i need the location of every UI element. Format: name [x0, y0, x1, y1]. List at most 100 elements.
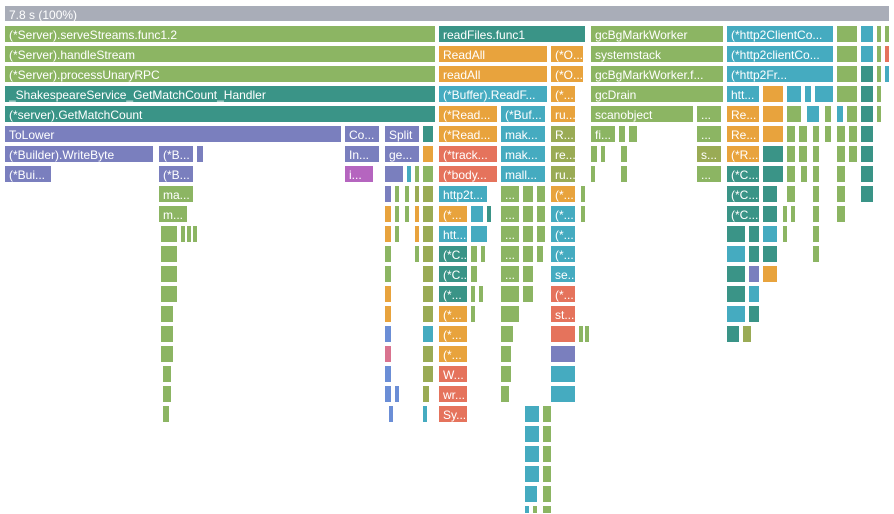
- flame-frame[interactable]: [836, 25, 858, 43]
- flame-frame-labeled[interactable]: Sy...: [438, 405, 468, 423]
- flame-frame[interactable]: [522, 285, 534, 303]
- flame-frame-labeled[interactable]: (*...: [438, 345, 468, 363]
- flame-frame-labeled[interactable]: ...: [500, 225, 520, 243]
- flame-frame[interactable]: [836, 105, 844, 123]
- flame-frame[interactable]: [522, 245, 534, 263]
- flame-frame-labeled[interactable]: s...: [696, 145, 722, 163]
- flame-frame[interactable]: [846, 105, 858, 123]
- flame-frame[interactable]: [160, 345, 174, 363]
- flame-frame[interactable]: [422, 345, 434, 363]
- flame-frame[interactable]: [524, 405, 540, 423]
- flame-frame[interactable]: [762, 125, 784, 143]
- flame-frame[interactable]: [394, 185, 400, 203]
- flame-frame[interactable]: [160, 225, 178, 243]
- flame-frame-labeled[interactable]: (*...: [550, 185, 576, 203]
- flame-frame[interactable]: [848, 125, 858, 143]
- flame-frame[interactable]: [786, 105, 802, 123]
- flame-frame-labeled[interactable]: (*R...: [726, 145, 760, 163]
- flame-frame[interactable]: [422, 145, 434, 163]
- flame-frame[interactable]: [524, 465, 540, 483]
- flame-frame[interactable]: [394, 225, 400, 243]
- flame-frame[interactable]: [394, 205, 400, 223]
- flame-frame[interactable]: [406, 165, 412, 183]
- flame-frame[interactable]: [812, 245, 820, 263]
- flame-frame[interactable]: [860, 45, 874, 63]
- flame-frame[interactable]: [628, 125, 638, 143]
- flame-frame[interactable]: [524, 445, 540, 463]
- flame-frame[interactable]: [762, 205, 778, 223]
- flame-frame[interactable]: [422, 205, 434, 223]
- flame-frame[interactable]: [160, 305, 174, 323]
- flame-frame[interactable]: [860, 105, 874, 123]
- flame-frame-labeled[interactable]: (*track...: [438, 145, 498, 163]
- flame-frame[interactable]: [836, 205, 846, 223]
- flame-frame[interactable]: [180, 225, 186, 243]
- flame-frame-labeled[interactable]: http2t...: [438, 185, 488, 203]
- flame-frame[interactable]: [812, 125, 820, 143]
- flame-frame-labeled[interactable]: (*...: [550, 205, 576, 223]
- flame-frame-labeled[interactable]: _ShakespeareService_GetMatchCount_Handle…: [4, 85, 436, 103]
- flame-frame-labeled[interactable]: W...: [438, 365, 468, 383]
- flame-frame[interactable]: [542, 425, 552, 443]
- flame-frame[interactable]: [812, 225, 820, 243]
- flame-frame[interactable]: [404, 205, 410, 223]
- flame-frame[interactable]: [786, 145, 796, 163]
- flame-frame-labeled[interactable]: st...: [550, 305, 576, 323]
- flame-frame-labeled[interactable]: (*Read...: [438, 125, 498, 143]
- flame-frame[interactable]: [806, 105, 820, 123]
- flame-frame[interactable]: [786, 165, 796, 183]
- flame-frame[interactable]: [536, 185, 546, 203]
- flame-frame[interactable]: [860, 165, 874, 183]
- flame-frame[interactable]: [836, 165, 846, 183]
- flame-frame-labeled[interactable]: (*C...: [438, 245, 468, 263]
- flame-frame[interactable]: [600, 145, 606, 163]
- flame-frame[interactable]: [726, 265, 746, 283]
- flame-frame[interactable]: [748, 245, 760, 263]
- flame-frame[interactable]: [786, 125, 796, 143]
- flame-frame-labeled[interactable]: ...: [500, 245, 520, 263]
- flame-frame[interactable]: [578, 325, 584, 343]
- flame-frame[interactable]: [470, 225, 488, 243]
- flame-frame[interactable]: [384, 225, 392, 243]
- flame-frame[interactable]: [876, 65, 882, 83]
- flame-frame[interactable]: [422, 185, 434, 203]
- flame-frame[interactable]: [762, 145, 784, 163]
- flame-frame[interactable]: [848, 145, 858, 163]
- flame-frame[interactable]: [620, 145, 628, 163]
- flame-frame-labeled[interactable]: (*Read...: [438, 105, 498, 123]
- flame-frame[interactable]: [876, 105, 882, 123]
- flame-frame[interactable]: [798, 125, 808, 143]
- flame-frame-labeled[interactable]: (*...: [550, 285, 576, 303]
- flame-frame[interactable]: [550, 325, 576, 343]
- flame-frame-labeled[interactable]: Co...: [344, 125, 380, 143]
- flame-frame[interactable]: [384, 385, 392, 403]
- flame-frame[interactable]: [836, 125, 846, 143]
- flame-frame[interactable]: [584, 325, 590, 343]
- flame-frame[interactable]: [876, 85, 882, 103]
- flame-frame[interactable]: [404, 185, 410, 203]
- flame-frame[interactable]: [500, 365, 512, 383]
- flame-frame-labeled[interactable]: ...: [696, 165, 722, 183]
- flame-frame[interactable]: [726, 225, 746, 243]
- flame-frame[interactable]: [726, 285, 746, 303]
- flame-frame[interactable]: [836, 65, 858, 83]
- flame-frame-labeled[interactable]: Split: [384, 125, 420, 143]
- flame-frame-labeled[interactable]: (*...: [438, 205, 468, 223]
- flame-frame-labeled[interactable]: se...: [550, 265, 576, 283]
- flame-frame-labeled[interactable]: ru...: [550, 105, 576, 123]
- flame-frame[interactable]: [414, 205, 420, 223]
- flame-frame[interactable]: [470, 285, 476, 303]
- flame-frame-labeled[interactable]: gcDrain: [590, 85, 724, 103]
- flame-frame[interactable]: [800, 165, 808, 183]
- flame-frame[interactable]: [384, 305, 392, 323]
- flame-frame[interactable]: [162, 405, 170, 423]
- flame-frame-labeled[interactable]: (*C...: [726, 205, 760, 223]
- flame-frame[interactable]: [726, 325, 740, 343]
- flame-frame[interactable]: [580, 205, 586, 223]
- flame-frame-labeled[interactable]: ...: [500, 185, 520, 203]
- flame-frame[interactable]: [422, 245, 434, 263]
- flame-frame[interactable]: [542, 445, 552, 463]
- flame-frame-labeled[interactable]: readFiles.func1: [438, 25, 586, 43]
- flame-frame-labeled[interactable]: (*O...: [550, 45, 584, 63]
